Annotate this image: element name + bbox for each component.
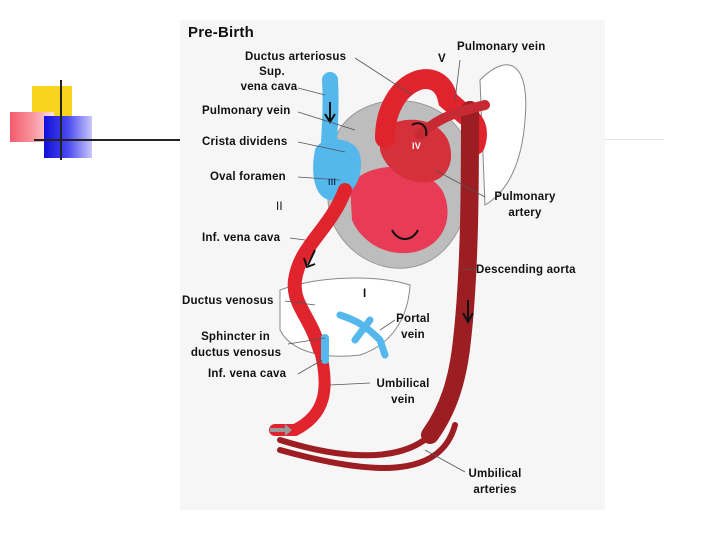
portal-vein [336,311,389,359]
heart-right-chamber [380,119,452,183]
fetal-circulation-diagram: Pre-Birth Ductus arteriosus Sup. vena ca… [180,20,605,510]
flow-arrow-arch [411,122,428,137]
leader-umbilical-vein [329,382,371,386]
decorative-horizontal-line-right [560,139,664,140]
leader-sphincter [287,337,326,345]
circulation-illustration [269,57,527,473]
label-umbilical-vein-line2: vein [391,394,415,406]
label-chamber-four: IV [412,141,421,151]
label-roman-two: II [276,201,283,213]
leader-sup-vena-cava [297,87,326,96]
label-chamber-three: III [328,177,337,187]
label-inf-vena-cava-lower: Inf. vena cava [208,368,287,380]
leader-ductus-venosus [284,300,316,306]
label-pulmonary-vein-left: Pulmonary vein [202,105,291,117]
decorative-blue-square [44,116,92,158]
label-umbilical-vein-line1: Umbilical [376,378,430,390]
flow-arrow-ivc [303,249,316,269]
leader-crista-dividens [297,141,346,153]
leader-pulmonary-vein-left [297,111,356,131]
label-inf-vena-cava-upper: Inf. vena cava [202,232,281,244]
leader-inf-vena-cava-upper [289,237,306,241]
label-descending-aorta: Descending aorta [476,264,576,276]
label-umbilical-arteries-line2: arteries [473,484,517,496]
inferior-vena-cava-upper [287,183,352,357]
label-crista-dividens: Crista dividens [202,136,288,148]
leader-descending-aorta [461,268,476,271]
leader-umbilical-arteries [424,449,466,473]
label-sup-vena-cava-line1: Sup. [259,66,285,78]
diagram-title: Pre-Birth [188,24,254,41]
leader-pulmonary-artery [434,169,486,198]
label-pulmonary-vein-right: Pulmonary vein [457,41,546,53]
label-pulmonary-artery-line1: Pulmonary [494,191,556,203]
heart-left-chamber [350,166,448,254]
flow-arrow-ventricle [391,229,419,240]
umbilical-artery-2 [277,422,458,471]
label-roman-five: V [438,53,446,65]
label-oval-foramen: Oval foramen [210,171,286,183]
label-sup-vena-cava-line2: vena cava [240,81,298,93]
leader-ductus-arteriosus [354,57,413,96]
label-ductus-arteriosus: Ductus arteriosus [245,51,347,63]
label-ductus-venosus: Ductus venosus [182,295,274,307]
leader-pulmonary-vein-right [454,59,461,101]
label-roman-one: I [363,288,367,300]
decorative-vertical-line [60,80,62,160]
label-umbilical-arteries-line1: Umbilical [468,468,522,480]
descending-aorta [421,101,479,444]
label-sphincter-line2: ductus venosus [190,347,282,359]
flow-arrow-aorta [462,300,474,325]
label-portal-vein-line1: Portal [396,313,430,325]
decorative-horizontal-line [34,139,184,141]
label-portal-vein-line2: vein [401,329,425,341]
label-sphincter-line1: Sphincter in [201,331,270,343]
label-pulmonary-artery-line2: artery [508,207,542,219]
umbilical-inflow-arrow [270,424,292,436]
leader-oval-foramen [297,176,341,181]
right-lung-outline [479,64,527,206]
umbilical-artery-1 [277,417,445,459]
leader-portal-vein [379,319,396,331]
leader-inf-vena-cava-lower [297,359,323,375]
umbilical-vein [269,344,331,436]
